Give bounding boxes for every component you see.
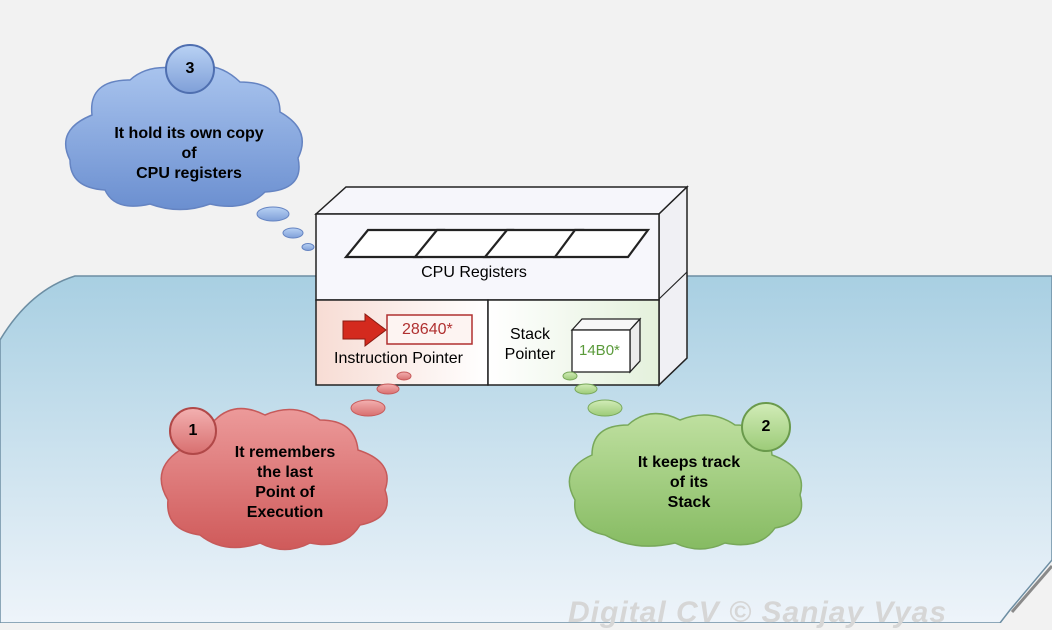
thought-bubble	[562, 371, 578, 381]
callout-2-text: It keeps track of its Stack	[637, 454, 741, 511]
box-top-face	[314, 186, 689, 215]
thought-bubble	[256, 206, 290, 222]
thought-bubble	[350, 399, 386, 417]
callout-1-badge	[169, 407, 217, 455]
stack-pointer-label: Stack Pointer	[504, 326, 556, 363]
thought-bubble	[282, 227, 304, 239]
thought-bubble	[376, 383, 400, 395]
callout-2-badge	[741, 402, 791, 452]
stack-pointer-value: 14B0*	[579, 342, 620, 359]
stack-cube-front	[571, 329, 631, 373]
instruction-pointer-label: Instruction Pointer	[334, 350, 463, 367]
callout-1-number: 1	[188, 422, 198, 439]
cpu-registers-box	[314, 185, 689, 387]
thought-bubble	[301, 243, 315, 251]
pointer-arrow-icon	[342, 312, 387, 348]
thought-bubble	[396, 371, 412, 381]
watermark: Digital CV © Sanjay Vyas	[568, 596, 948, 629]
callout-2-number: 2	[761, 418, 771, 435]
instruction-pointer-value: 28640*	[402, 321, 453, 338]
register-slot	[552, 228, 651, 259]
callout-1-cloud	[160, 371, 412, 551]
floor-edge	[1010, 565, 1052, 613]
stack-cube-top	[570, 318, 642, 331]
thought-bubble	[587, 399, 623, 417]
thought-bubble	[574, 383, 598, 395]
callout-3-badge	[165, 44, 215, 94]
instruction-pointer-value-box	[386, 314, 473, 345]
callout-3-number: 3	[185, 60, 195, 77]
callout-1-text: It remembers the last Point of Execution	[234, 444, 336, 521]
callout-3-cloud	[65, 44, 315, 251]
callout-2-cloud	[562, 371, 803, 550]
callout-3-text: It hold its own copy of CPU registers	[114, 125, 264, 182]
cpu-registers-title: CPU Registers	[421, 264, 527, 281]
